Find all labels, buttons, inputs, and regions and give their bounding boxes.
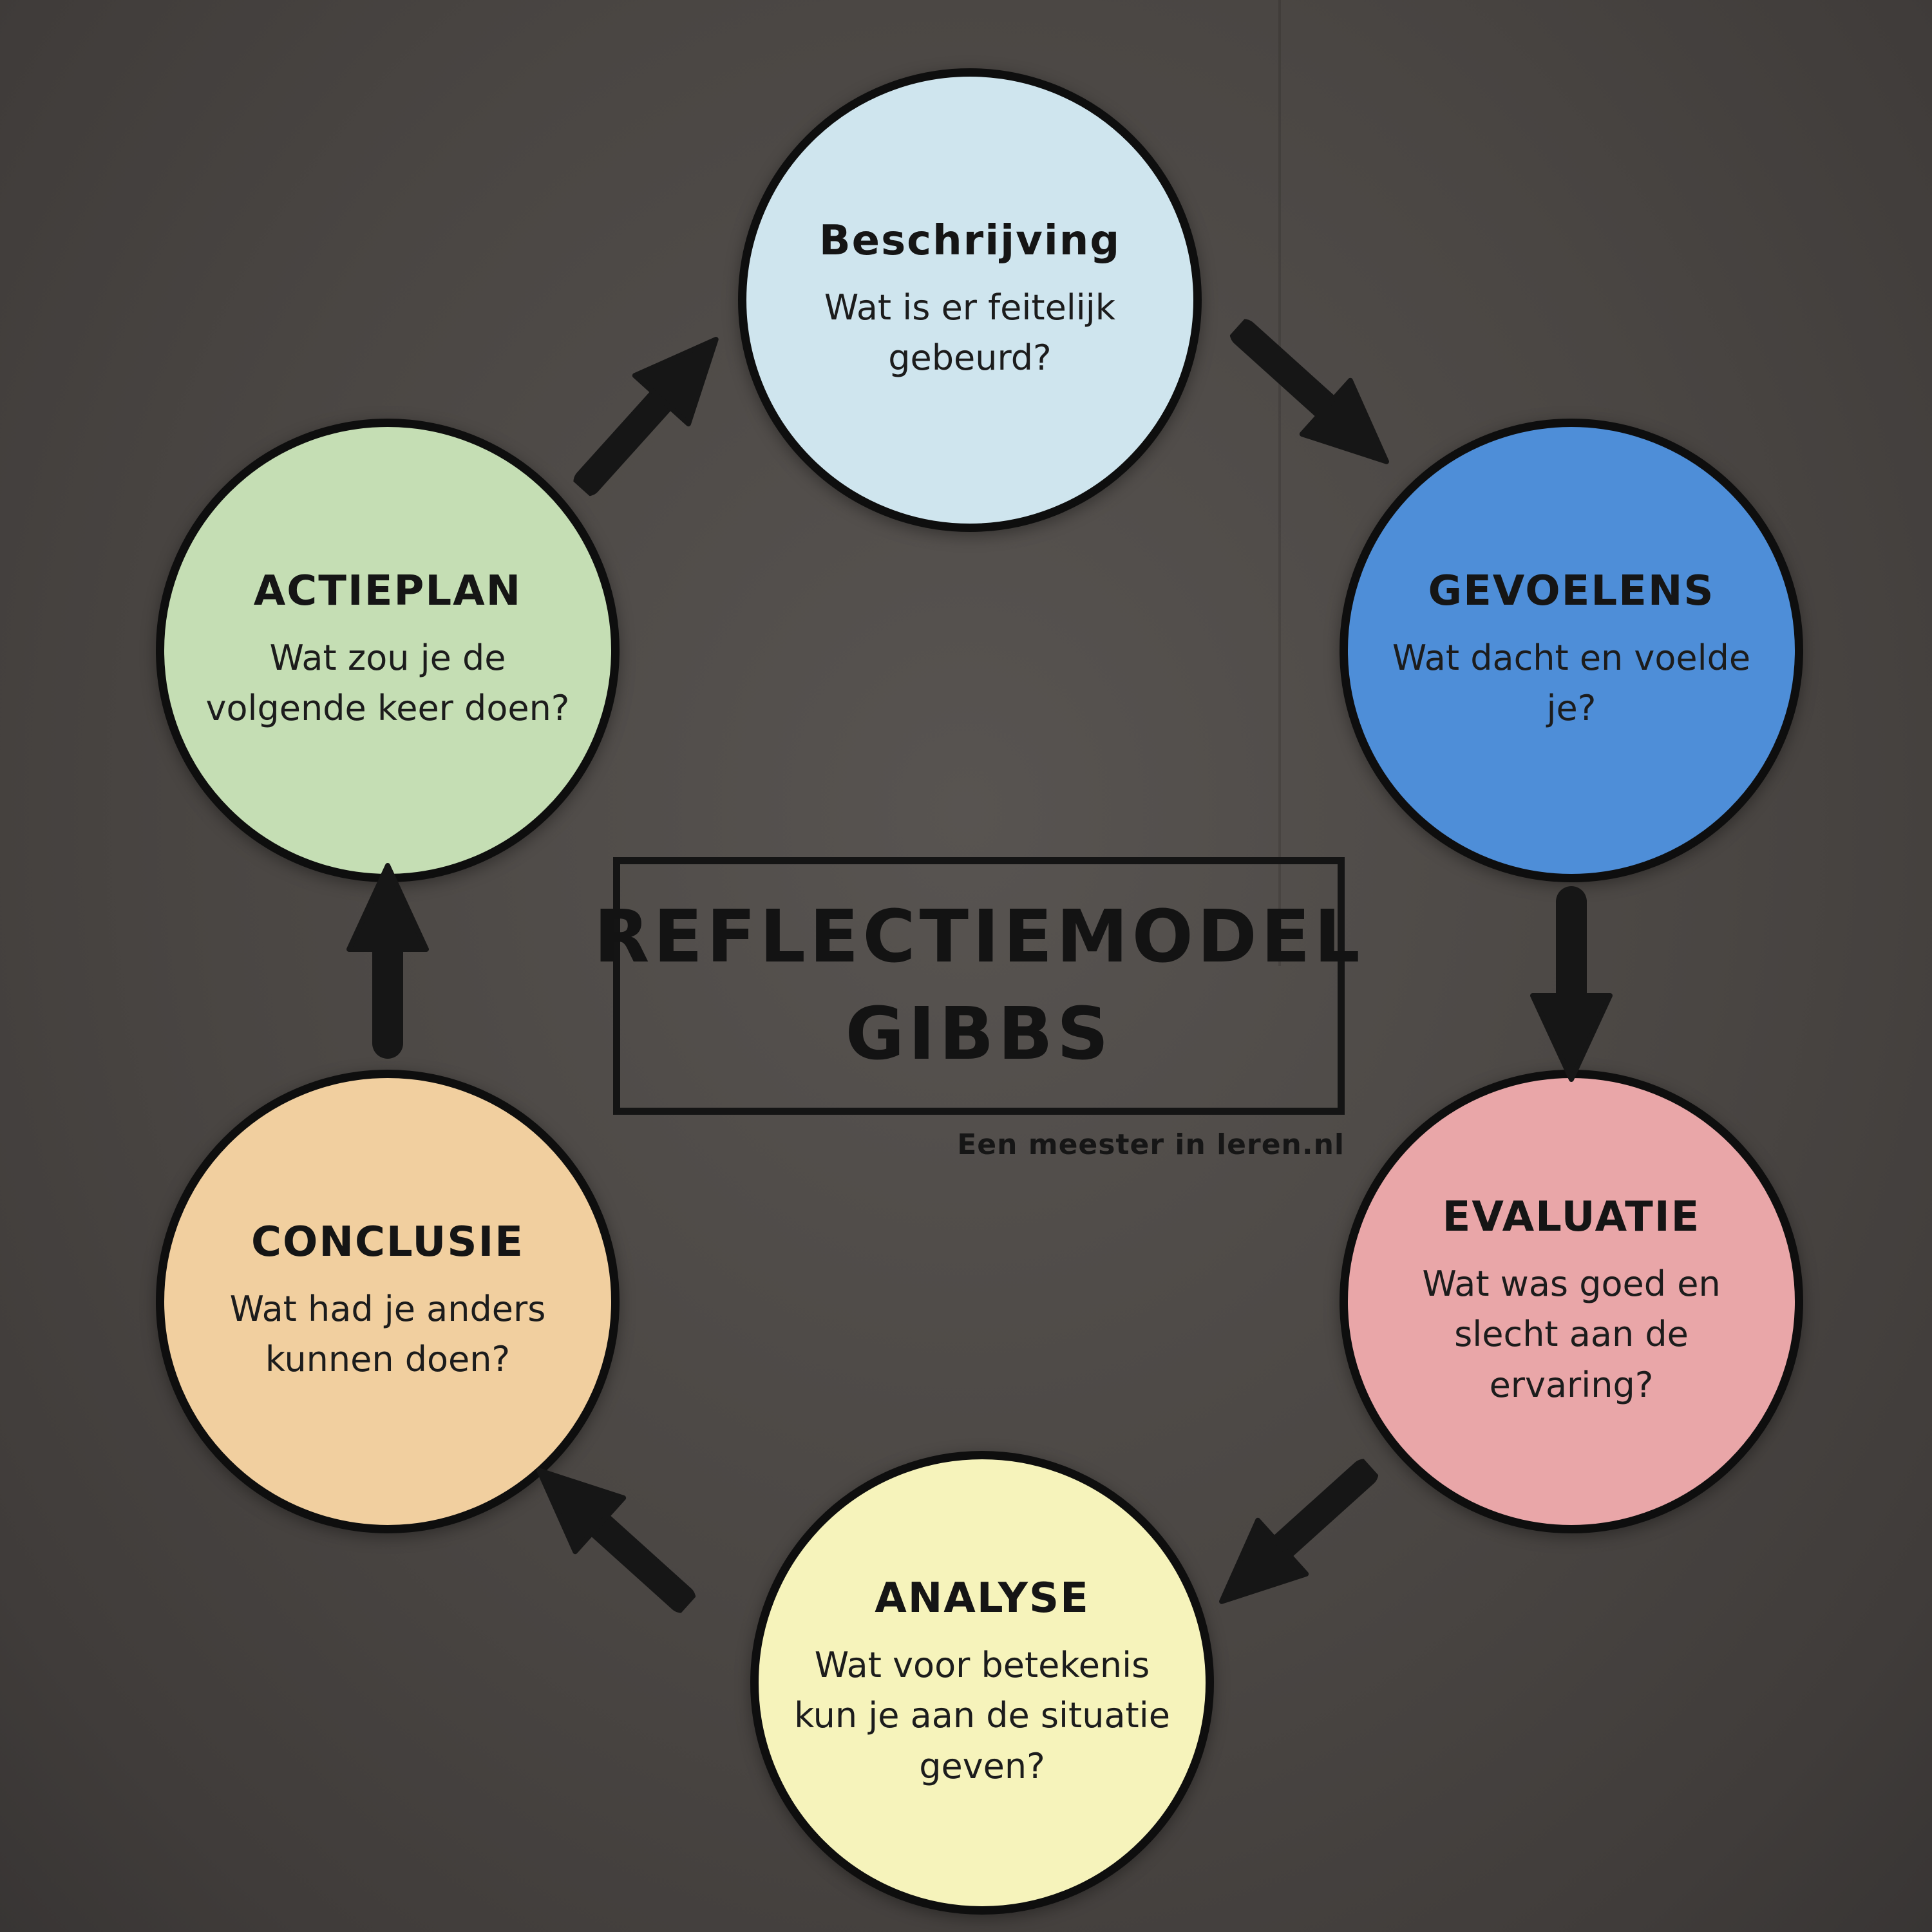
node-analyse-title: ANALYSE — [875, 1575, 1090, 1623]
diagram-title-line2: GIBBS — [845, 992, 1113, 1076]
node-conclusie-title: CONCLUSIE — [251, 1218, 524, 1267]
node-evaluatie-question: Wat was goed en slecht aan de ervaring? — [1422, 1263, 1721, 1405]
node-gevoelens-title: GEVOELENS — [1428, 567, 1715, 616]
arrow-conclusie-to-actieplan-icon — [336, 863, 439, 1069]
node-analyse-question: Wat voor betekenis kun je aan de situati… — [794, 1644, 1170, 1786]
node-actieplan-title: ACTIEPLAN — [253, 567, 522, 616]
node-gevoelens-question: Wat dacht en voelde je? — [1392, 638, 1751, 729]
node-beschrijving-question: Wat is er feitelijk gebeurd? — [824, 287, 1116, 379]
node-beschrijving-title: Beschrijving — [819, 217, 1121, 265]
diagram-title-line1: REFLECTIEMODEL — [594, 895, 1364, 979]
arrow-actieplan-to-beschrijving-icon — [543, 301, 757, 524]
node-beschrijving: Beschrijving Wat is er feitelijk gebeurd… — [738, 68, 1202, 532]
node-evaluatie-title: EVALUATIE — [1442, 1193, 1701, 1242]
node-gevoelens: GEVOELENS Wat dacht en voelde je? — [1340, 419, 1803, 882]
arrow-evaluatie-to-analyse-icon — [1184, 1428, 1406, 1643]
node-evaluatie: EVALUATIE Wat was goed en slecht aan de … — [1340, 1070, 1803, 1533]
credit-text: Een meester in leren.nl — [957, 1128, 1345, 1161]
background-seam — [1278, 0, 1281, 966]
node-actieplan-question: Wat zou je de volgende keer doen? — [205, 638, 570, 729]
arrow-beschrijving-to-gevoelens-icon — [1203, 289, 1425, 503]
arrow-analyse-to-conclusie-icon — [501, 1428, 723, 1643]
title-box: REFLECTIEMODEL GIBBS — [594, 857, 1360, 1115]
node-actieplan: ACTIEPLAN Wat zou je de volgende keer do… — [156, 419, 620, 882]
arrow-gevoelens-to-evaluatie-icon — [1520, 876, 1623, 1082]
node-analyse: ANALYSE Wat voor betekenis kun je aan de… — [750, 1451, 1214, 1915]
node-conclusie-question: Wat had je anders kunnen doen? — [229, 1289, 546, 1380]
